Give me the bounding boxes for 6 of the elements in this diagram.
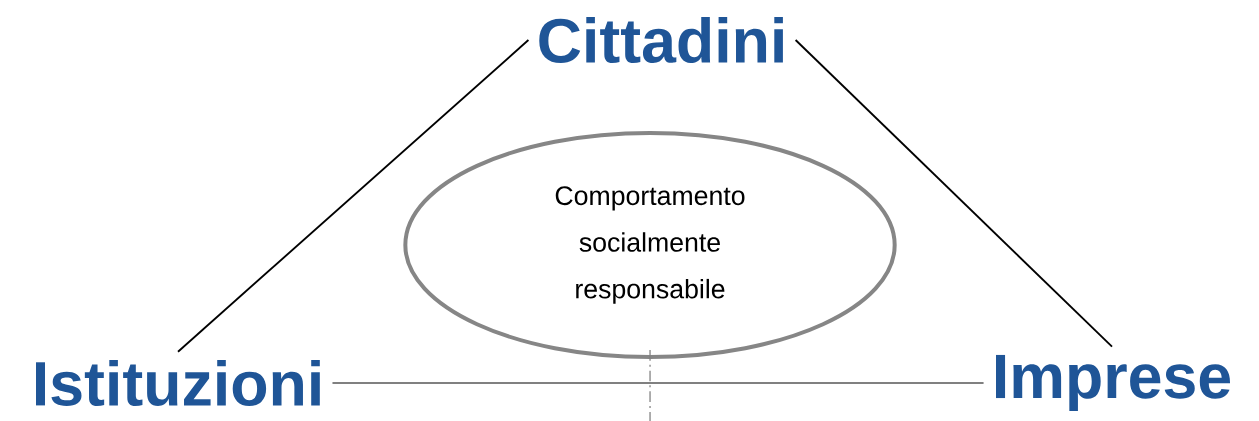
line [177,39,530,353]
line [331,382,985,384]
line [794,39,1113,348]
heading: Imprese [996,354,1231,412]
heading: Istituzioni [36,360,320,406]
heading: Cittadini [539,17,783,63]
